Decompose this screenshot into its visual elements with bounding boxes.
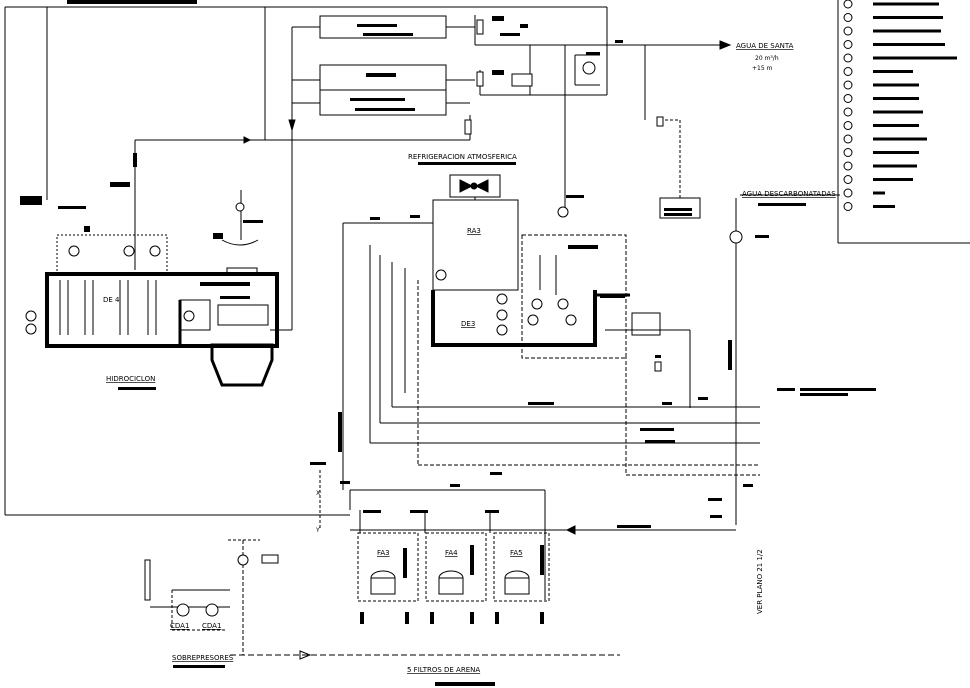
legend-label-bar (873, 137, 927, 141)
de3-label: DE3 (461, 320, 475, 328)
legend-label-bar (873, 124, 919, 127)
legend-label-bar (873, 97, 919, 100)
legend-symbol-icon (843, 148, 853, 157)
legend-symbol-icon (843, 188, 853, 198)
legend-label-bar (873, 178, 913, 181)
cda1-b-label: CDA1 (202, 622, 221, 630)
legend-label-bar (873, 56, 957, 60)
top-piping (4, 6, 732, 516)
filtros-label: 5 FILTROS DE ARENA (407, 666, 480, 674)
cooling-tower-fan-icon (459, 179, 489, 193)
diagram-labels: AGUA DE SANTA 20 m³/h +15 m REFRIGERACIO… (103, 42, 836, 674)
mid-instruments (435, 230, 743, 372)
legend-symbol-icon (843, 13, 853, 22)
hidrociclon-label: HIDROCICLON (106, 375, 155, 383)
legend-label-bar (873, 29, 941, 33)
legend-symbol-icon (843, 40, 853, 49)
legend-symbol-icon (843, 67, 853, 76)
tag-bars-filters (173, 510, 544, 686)
legend-panel (837, 0, 970, 244)
height-label: +15 m (752, 65, 773, 72)
legend-label-bar (873, 83, 919, 87)
legend-symbol-icon (843, 26, 853, 36)
de4-label: DE 4 (103, 296, 120, 304)
agua-descarbonatadas-label: AGUA DESCARBONATADAS (742, 190, 836, 198)
legend-label-bar (873, 110, 923, 114)
fa4-label: FA4 (445, 549, 458, 557)
cda1-a-label: CDA1 (170, 622, 189, 630)
legend-symbol-icon (843, 80, 853, 90)
basin-de4 (45, 190, 279, 387)
sand-filters (230, 470, 736, 660)
legend-symbol-icon (843, 107, 853, 117)
legend-label-bar (873, 43, 945, 46)
flow-label: 20 m³/h (755, 55, 779, 62)
legend-label-bar (873, 191, 885, 195)
de4-columns (56, 234, 168, 335)
sobrepresores-label: SOBREPRESORES (172, 654, 234, 662)
cooling-tower (432, 174, 519, 291)
filter-vessels (370, 570, 530, 595)
legend-symbol-icon (843, 94, 853, 103)
legend-symbol-icon (843, 0, 853, 9)
basin-de3 (431, 234, 661, 359)
legend-label-bar (873, 70, 913, 73)
ver-plano-label: VER PLANO 21 1/2 (756, 549, 764, 614)
fa3-label: FA3 (377, 549, 390, 557)
ra3-label: RA3 (467, 227, 481, 235)
x-marker: X (316, 490, 320, 497)
legend-symbol-icon (843, 161, 853, 171)
de4-instruments (25, 245, 195, 335)
legend-symbol-icon (843, 53, 853, 63)
tag-bars-top (20, 0, 623, 205)
y-marker: Y (315, 527, 320, 534)
legend-symbol-icon (843, 202, 853, 211)
legend-label-bar (873, 164, 917, 168)
refrigeracion-label: REFRIGERACION ATMOSFERICA (408, 153, 517, 161)
fa5-label: FA5 (510, 549, 523, 557)
tag-bars-mid (58, 162, 876, 528)
legend-symbol-icon (843, 134, 853, 144)
legend-rows (843, 0, 957, 211)
legend-symbol-icon (843, 121, 853, 130)
return-lines (342, 194, 840, 525)
agua-santa-label: AGUA DE SANTA (736, 42, 794, 50)
legend-label-bar (873, 2, 939, 6)
legend-label-bar (873, 16, 943, 19)
booster-compressors (144, 539, 279, 631)
legend-label-bar (873, 205, 895, 208)
legend-symbol-icon (843, 175, 853, 184)
legend-label-bar (873, 151, 919, 154)
